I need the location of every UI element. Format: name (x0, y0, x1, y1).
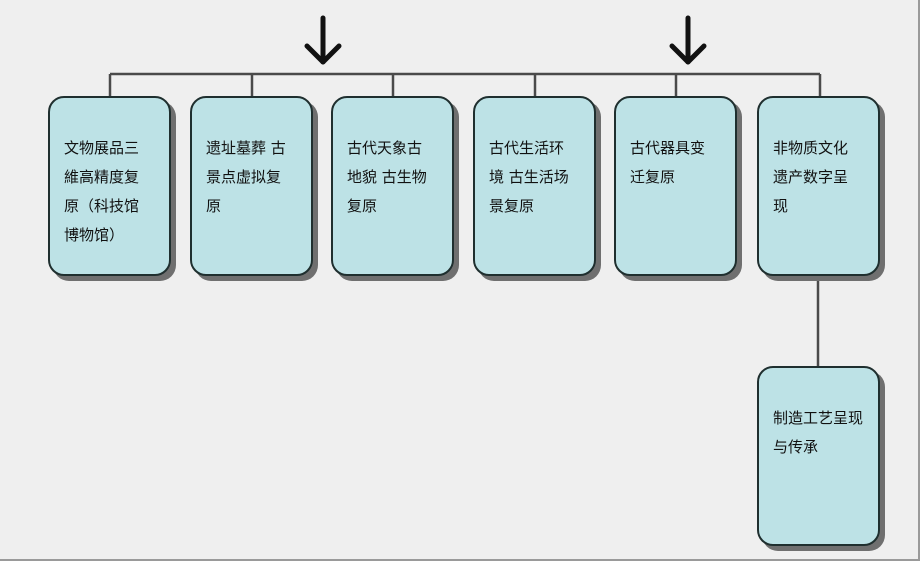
node-ancient-astronomy-landform-restoration[interactable]: 古代天象古 地貌 古生物 复原 (331, 96, 454, 276)
down-arrow-icon-left (304, 15, 342, 65)
down-arrow-icon-right (669, 15, 707, 65)
node-site-tomb-virtual-restoration[interactable]: 遗址墓葬 古 景点虚拟复 原 (190, 96, 313, 276)
node-cultural-relic-restoration[interactable]: 文物展品三 維高精度复 原（科技馆 博物馆） (48, 96, 171, 276)
node-ancient-tools-evolution-restoration[interactable]: 古代器具变 迁复原 (614, 96, 737, 276)
node-ancient-life-environment-restoration[interactable]: 古代生活环 境 古生活场 景复原 (473, 96, 596, 276)
node-craft-presentation-inheritance[interactable]: 制造工艺呈现 与传承 (757, 366, 880, 546)
node-intangible-heritage-digital[interactable]: 非物质文化 遗产数字呈 现 (757, 96, 880, 276)
